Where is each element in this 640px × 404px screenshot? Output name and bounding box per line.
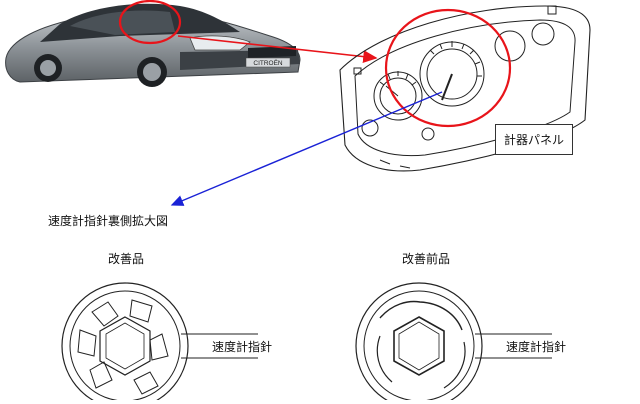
red-arrow	[177, 35, 378, 63]
improved-pointer-label: 速度計指針	[210, 338, 275, 355]
improved-pointer-detail	[61, 282, 258, 404]
panel-label: 計器パネル	[495, 124, 574, 155]
panel-highlight-ring	[384, 8, 512, 128]
before-pointer-label: 速度計指針	[504, 338, 569, 355]
before-title: 改善前品	[402, 252, 451, 266]
blue-arrow	[170, 91, 443, 206]
car-highlight-ring	[118, 0, 182, 45]
car-badge-text: CITROËN	[253, 59, 283, 67]
car-image: CITROËN	[5, 3, 301, 87]
instrument-panel	[339, 5, 591, 172]
detail-caption: 速度計指針裏側拡大図	[48, 214, 169, 228]
improved-title: 改善品	[108, 252, 145, 266]
